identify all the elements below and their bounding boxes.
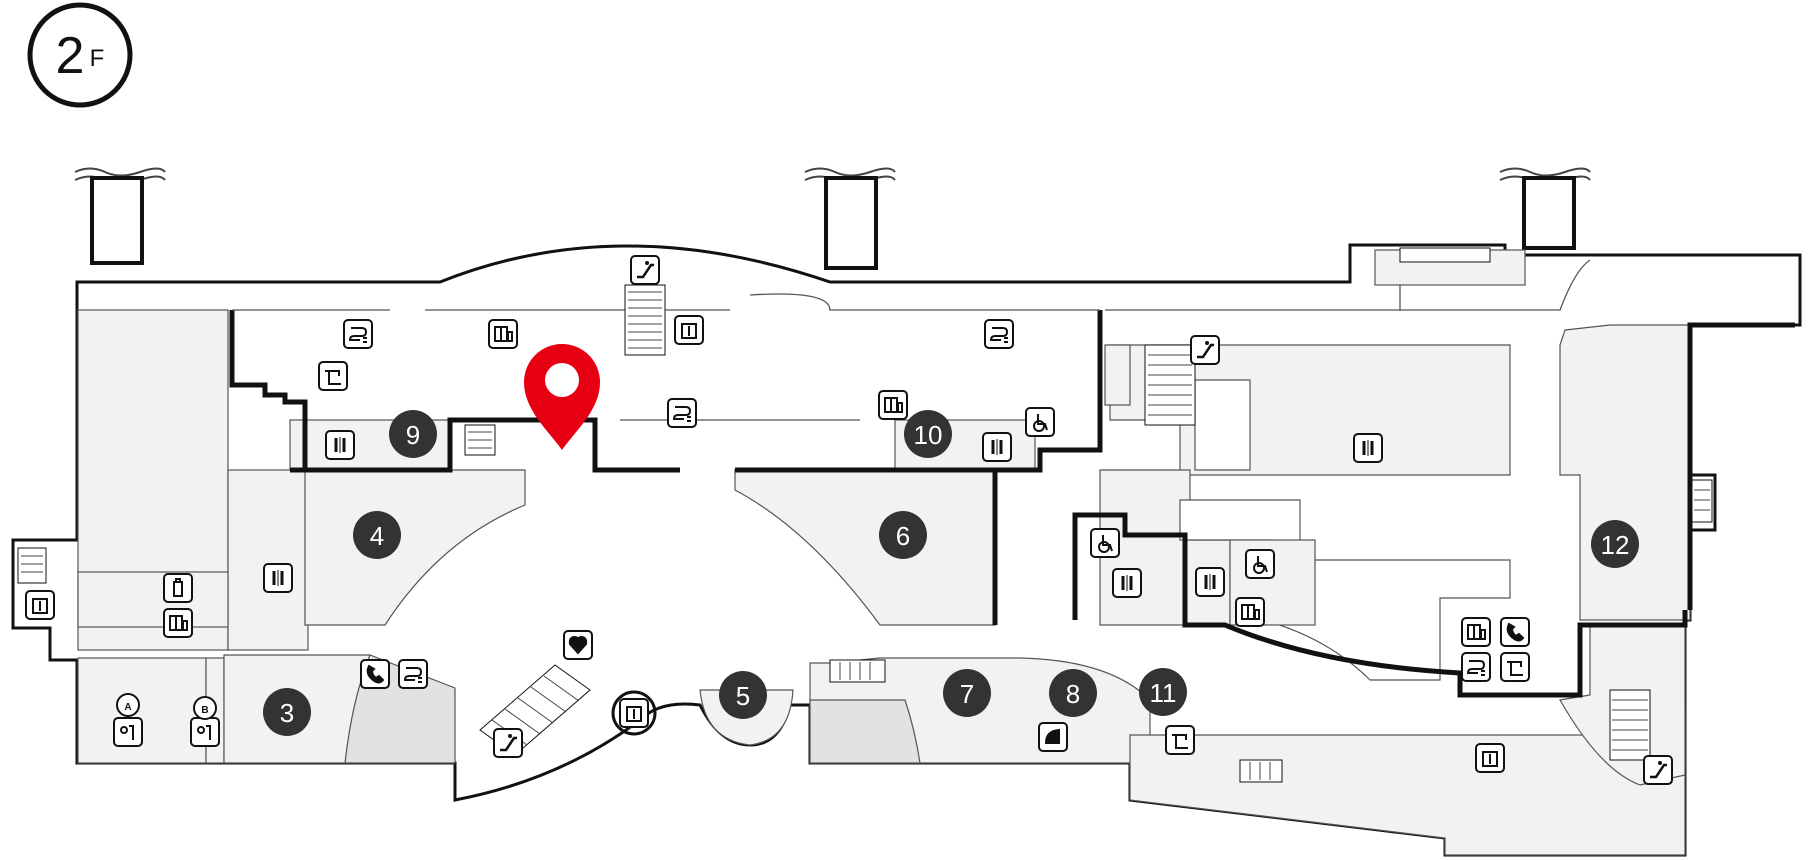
nursing-room-icon-a: [113, 717, 143, 747]
svg-text:4: 4: [370, 521, 384, 551]
svg-text:B: B: [201, 705, 208, 716]
elevator-icon: [25, 590, 55, 620]
escalator-icon: [493, 728, 523, 758]
wheelchair-icon: [1025, 407, 1055, 437]
svg-text:12: 12: [1601, 530, 1630, 560]
area-6: 6: [879, 511, 927, 559]
nursing-room-icon-b: [190, 717, 220, 747]
restroom-icon: [1353, 433, 1383, 463]
elevator-icon: [1475, 743, 1505, 773]
escalator-right-top: [1144, 344, 1196, 426]
locker-icon: [878, 390, 908, 420]
telephone-icon: [360, 659, 390, 689]
restroom-icon: [1112, 568, 1142, 598]
poi-markers: A B: [116, 693, 217, 720]
area-5: 5: [719, 671, 767, 719]
area-10: 10: [904, 410, 952, 458]
aed-icon: [563, 630, 593, 660]
baby-room-icon: [1038, 722, 1068, 752]
area-12: 12: [1591, 520, 1639, 568]
locker-icon: [1461, 617, 1491, 647]
area-9: 9: [389, 410, 437, 458]
escalator-icon: [1190, 335, 1220, 365]
svg-text:5: 5: [736, 681, 750, 711]
area-7: 7: [943, 669, 991, 717]
locker-icon: [488, 319, 518, 349]
elevator-icon: [619, 698, 649, 728]
elevator-icon: [674, 315, 704, 345]
escalator-icon: [630, 255, 660, 285]
charging-icon: [667, 398, 697, 428]
charging-icon: [343, 319, 373, 349]
floor-suffix: F: [90, 45, 105, 72]
restroom-icon: [1195, 567, 1225, 597]
charging-icon: [398, 659, 428, 689]
water-bottle-icon: [163, 573, 193, 603]
water-fountain-icon: [1500, 652, 1530, 682]
poi-a-marker: A: [116, 693, 140, 717]
stairs-small: [17, 247, 1713, 783]
elevator-shaft: [611, 690, 657, 736]
poi-b-marker: B: [193, 696, 217, 720]
wheelchair-icon: [1245, 549, 1275, 579]
svg-text:8: 8: [1066, 679, 1080, 709]
area-8: 8: [1049, 669, 1097, 717]
facility-icons: [25, 255, 1673, 785]
locker-icon: [163, 608, 193, 638]
escalator-icon: [1643, 755, 1673, 785]
svg-text:A: A: [124, 702, 131, 713]
svg-text:10: 10: [914, 420, 943, 450]
charging-icon: [1461, 652, 1491, 682]
escalator-bottom-right: [1609, 689, 1651, 761]
water-fountain-icon: [1165, 725, 1195, 755]
charging-icon: [984, 319, 1014, 349]
svg-text:9: 9: [406, 420, 420, 450]
floor-number: 2: [56, 27, 85, 85]
area-11: 11: [1139, 668, 1187, 716]
area-3: 3: [263, 688, 311, 736]
area-4: 4: [353, 511, 401, 559]
locker-icon: [1235, 597, 1265, 627]
restroom-icon: [263, 563, 293, 593]
svg-text:6: 6: [896, 521, 910, 551]
svg-text:3: 3: [280, 698, 294, 728]
restroom-icon: [982, 432, 1012, 462]
current-location-pin-icon[interactable]: [524, 344, 600, 450]
top-columns: [74, 167, 1591, 270]
restroom-icon: [325, 430, 355, 460]
svg-text:11: 11: [1150, 678, 1177, 708]
floor-badge: 2 F: [27, 2, 133, 108]
water-fountain-icon: [318, 361, 348, 391]
svg-text:7: 7: [960, 679, 974, 709]
escalator-top: [624, 284, 666, 356]
interior-walls: [229, 310, 1795, 698]
wheelchair-icon: [1090, 528, 1120, 558]
area-labels: 3 4 5 6 7 8 9 10 11 12: [263, 410, 1639, 736]
corridor-lines: [232, 259, 1591, 421]
telephone-icon: [1500, 617, 1530, 647]
